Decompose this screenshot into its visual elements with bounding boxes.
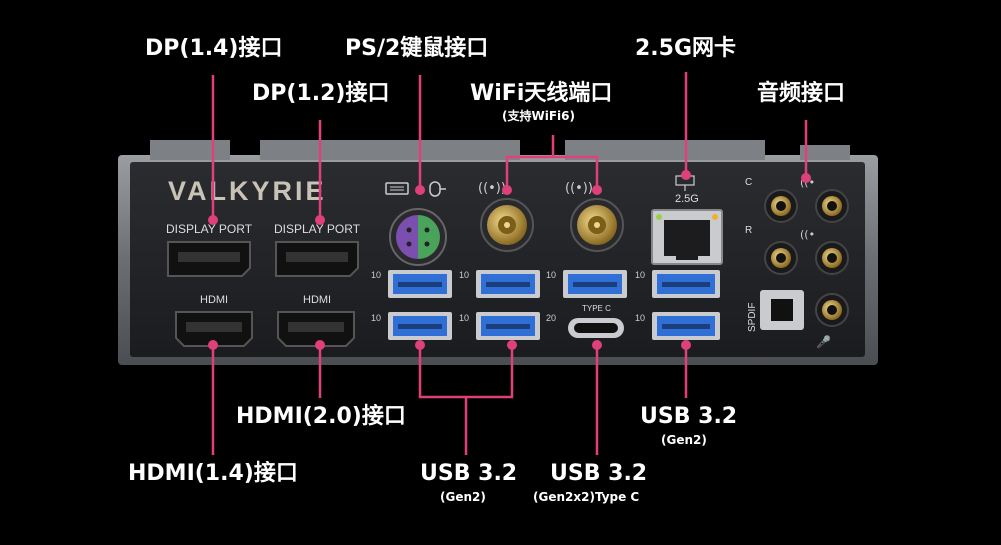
audio-jack: [764, 189, 798, 223]
keyboard-icon: [385, 182, 409, 195]
usb-right-callout-sublabel: (Gen2): [661, 433, 707, 447]
usb-port: [652, 270, 720, 298]
usb-port: [476, 312, 540, 340]
wifi-callout-sublabel: (支持WiFi6): [502, 109, 575, 123]
svg-text:((•)): ((•)): [565, 181, 593, 196]
usb-port: [563, 270, 627, 298]
ps2-callout-label: PS/2键鼠接口: [345, 36, 489, 61]
lan-speed-label: 2.5G: [675, 193, 699, 205]
lan-callout-label: 2.5G网卡: [635, 36, 737, 61]
displayport-1-2: [275, 241, 359, 277]
usb-right-callout-label: USB 3.2: [640, 404, 738, 429]
audio-r-label: R: [745, 225, 752, 236]
dp12-callout-label: DP(1.2)接口: [252, 81, 390, 106]
wifi-antenna-port-1: [480, 198, 534, 252]
usb-speed-label: 10: [546, 270, 556, 280]
usb-type-c-port: [568, 318, 624, 338]
usb-speed-label: 10: [459, 313, 469, 323]
usb-speed-label: 10: [371, 270, 381, 280]
usb-speed-label: 10: [635, 270, 645, 280]
audio-jack: [815, 189, 849, 223]
usb-port: [388, 270, 452, 298]
svg-text:((•: ((•: [800, 228, 815, 241]
usb-ports: [388, 270, 720, 340]
ps2-port: [389, 208, 447, 266]
audio-jack: [815, 241, 849, 275]
mouse-icon: [429, 181, 446, 197]
usb-port: [476, 270, 540, 298]
spdif-port: [760, 290, 804, 330]
wifi-antenna-port-2: [570, 198, 624, 252]
dp-port-1-label: DISPLAY PORT: [166, 222, 253, 236]
speaker-icon: ((•: [800, 228, 815, 241]
displayport-1-4: [167, 241, 251, 277]
wifi-icon: ((•)): [565, 181, 593, 196]
dp14-callout-label: DP(1.4)接口: [145, 36, 283, 61]
hdmi-2-0-port: [277, 311, 355, 347]
callout-dots: [208, 170, 811, 350]
usb-port: [652, 312, 720, 340]
audio-jack: [815, 293, 849, 327]
lan-2-5g-port: [651, 209, 723, 265]
audio-jacks: [764, 189, 849, 327]
svg-text:🎤: 🎤: [816, 334, 831, 349]
hdmi-port-1-label: HDMI: [200, 294, 228, 306]
callout-lines: [211, 72, 808, 455]
usb-port: [388, 312, 452, 340]
usb-speed-label: 20: [546, 313, 556, 323]
spdif-label: SPDIF: [747, 303, 758, 332]
audio-c-label: C: [745, 177, 752, 188]
usb-speed-label: 10: [635, 313, 645, 323]
svg-text:((•)): ((•)): [478, 181, 506, 196]
usb-speed-label: 10: [371, 313, 381, 323]
microphone-icon: 🎤: [816, 334, 831, 349]
usb-c-callout-label: USB 3.2: [550, 461, 648, 486]
wifi-icon: ((•)): [478, 181, 506, 196]
wifi-callout-label: WiFi天线端口: [470, 81, 613, 106]
type-c-label: TYPE C: [582, 304, 611, 313]
hdmi-1-4-port: [175, 311, 253, 347]
usb-c-callout-sublabel: (Gen2x2)Type C: [533, 490, 640, 504]
usb-left-callout-label: USB 3.2: [420, 461, 518, 486]
hdmi20-callout-label: HDMI(2.0)接口: [236, 404, 406, 429]
usb-speed-label: 10: [459, 270, 469, 280]
dp-port-2-label: DISPLAY PORT: [274, 222, 361, 236]
audio-jack: [764, 241, 798, 275]
usb-left-callout-sublabel: (Gen2): [440, 490, 486, 504]
hdmi14-callout-label: HDMI(1.4)接口: [128, 461, 298, 486]
audio-callout-label: 音频接口: [757, 81, 846, 106]
hdmi-port-2-label: HDMI: [303, 294, 331, 306]
brand-logo: VALKYRIE: [168, 176, 327, 206]
